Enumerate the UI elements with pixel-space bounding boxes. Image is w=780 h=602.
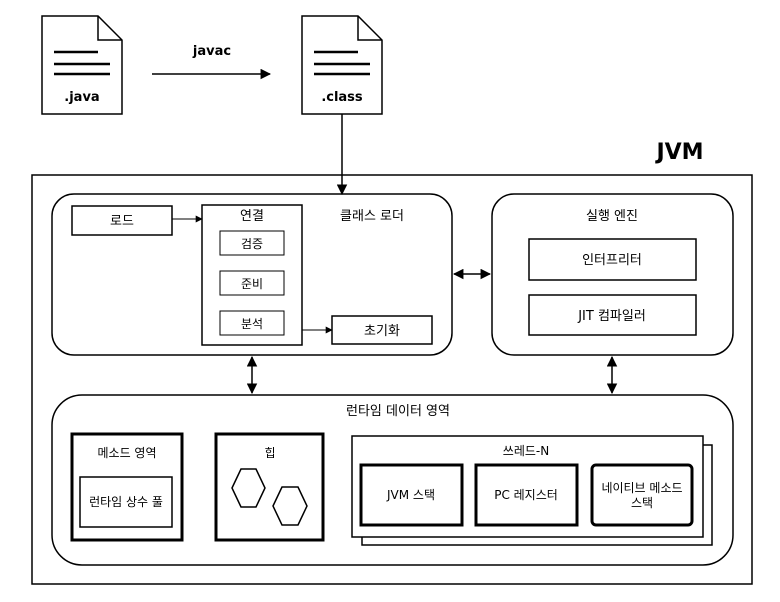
heap-object-hexagon (272, 486, 308, 526)
compiler-label: javac (192, 44, 231, 59)
jvm-stack-box (359, 463, 464, 527)
heap-object-hexagon (231, 468, 266, 508)
heap-label: 힙 (264, 446, 275, 460)
native-method-stack-label-line1: 네이티브 메소드 (601, 481, 682, 495)
prepare-step-label: 준비 (241, 277, 263, 291)
java-file-label: .java (64, 90, 99, 105)
init-label: 초기화 (364, 324, 400, 339)
native-method-stack-label-line2: 스택 (631, 496, 653, 510)
interpreter-label: 인터프리터 (582, 253, 642, 268)
method-area-label: 메소드 영역 (97, 446, 156, 460)
resolve-step-label: 분석 (241, 317, 263, 331)
pc-register-box (474, 463, 579, 527)
load-label: 로드 (110, 214, 134, 229)
constant-pool-box (79, 476, 173, 528)
verify-step-box (219, 230, 285, 256)
interpreter-box (528, 238, 697, 281)
pc-register-label: PC 레지스터 (494, 488, 558, 502)
thread-label: 쓰레드-N (503, 444, 549, 458)
class-file-icon: .class (301, 15, 383, 115)
class-loader-title: 클래스 로더 (340, 209, 404, 224)
jvm-title: JVM (654, 140, 703, 165)
java-file-icon: .java (41, 15, 123, 115)
resolve-step-box (219, 310, 285, 336)
jit-compiler-label: JIT 컴파일러 (577, 309, 646, 324)
link-title: 연결 (240, 209, 264, 224)
native-method-stack-box (590, 463, 694, 527)
constant-pool-label: 런타임 상수 풀 (89, 495, 163, 509)
jvm-stack-label: JVM 스택 (386, 488, 435, 502)
execution-engine-title: 실행 엔진 (586, 208, 638, 224)
init-box (331, 315, 433, 345)
jit-compiler-box (528, 294, 697, 336)
class-file-label: .class (321, 90, 363, 105)
prepare-step-box (219, 270, 285, 296)
runtime-data-area-title: 런타임 데이터 영역 (346, 404, 450, 419)
verify-step-label: 검증 (241, 237, 263, 251)
load-box (71, 205, 173, 236)
